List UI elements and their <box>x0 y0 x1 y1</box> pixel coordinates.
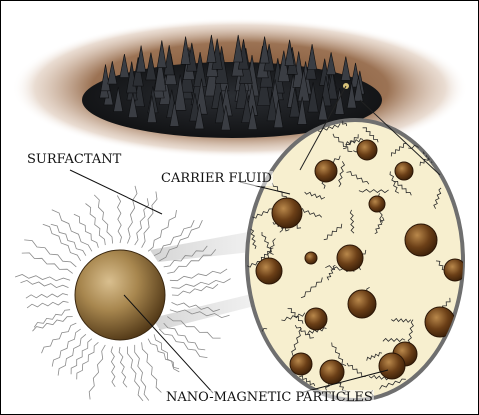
surfactant-chain <box>21 280 69 287</box>
nano-particle <box>320 360 344 384</box>
nano-particle <box>357 140 377 160</box>
surfactant-chain <box>170 269 227 281</box>
label-nano-magnetic-particles: NANO-MAGNETIC PARTICLES <box>165 390 374 405</box>
nano-particle <box>395 162 413 180</box>
surfactant-chain <box>22 253 73 274</box>
nano-particle <box>305 308 327 330</box>
surfactant-chain <box>127 347 143 401</box>
nano-particle <box>337 245 363 271</box>
nano-particle <box>369 196 385 212</box>
surfactant-chain <box>71 339 92 375</box>
nano-particle <box>256 258 282 284</box>
surfactant-chain <box>42 323 77 353</box>
carrier-chain <box>447 365 457 378</box>
label-surfactant: SURFACTANT <box>26 152 122 167</box>
nano-particle <box>272 198 302 228</box>
carrier-fluid-zoom <box>236 115 466 412</box>
surfactant-chain <box>94 195 112 244</box>
surfactant-chain <box>74 214 99 247</box>
leader-surfactant <box>70 170 162 214</box>
carrier-chain <box>236 341 259 353</box>
carrier-chain <box>423 376 438 399</box>
surfactant-chain <box>27 301 68 308</box>
surfactant-chain <box>159 329 207 358</box>
label-carrier-fluid: CARRIER FLUID <box>160 171 273 186</box>
surfactant-chain <box>172 279 231 289</box>
nano-particle <box>425 307 455 337</box>
surfactant-chain <box>15 275 70 281</box>
nano-particle-large <box>75 250 165 340</box>
surfactant-chain <box>148 210 176 251</box>
surfactant-chain <box>26 294 68 299</box>
surfactant-chain <box>119 347 127 387</box>
surfactant-chain <box>142 192 157 248</box>
surfactant-chain <box>117 196 121 244</box>
nano-particle <box>379 353 405 379</box>
surfactant-chain <box>86 204 106 246</box>
surfactant-chain <box>127 186 137 244</box>
nano-particle <box>405 224 437 256</box>
nano-particle <box>290 353 312 375</box>
surfactant-chain <box>52 210 92 252</box>
surfactant-chain <box>24 240 76 267</box>
nano-particle <box>348 290 376 318</box>
surfactant-chain <box>111 347 115 387</box>
surfactant-chain <box>148 339 179 369</box>
nano-particle <box>305 252 317 264</box>
nano-particle <box>315 160 337 182</box>
surfactant-chain <box>135 198 149 245</box>
surfactant-chain <box>43 224 81 261</box>
surfactant-chain <box>154 334 179 372</box>
